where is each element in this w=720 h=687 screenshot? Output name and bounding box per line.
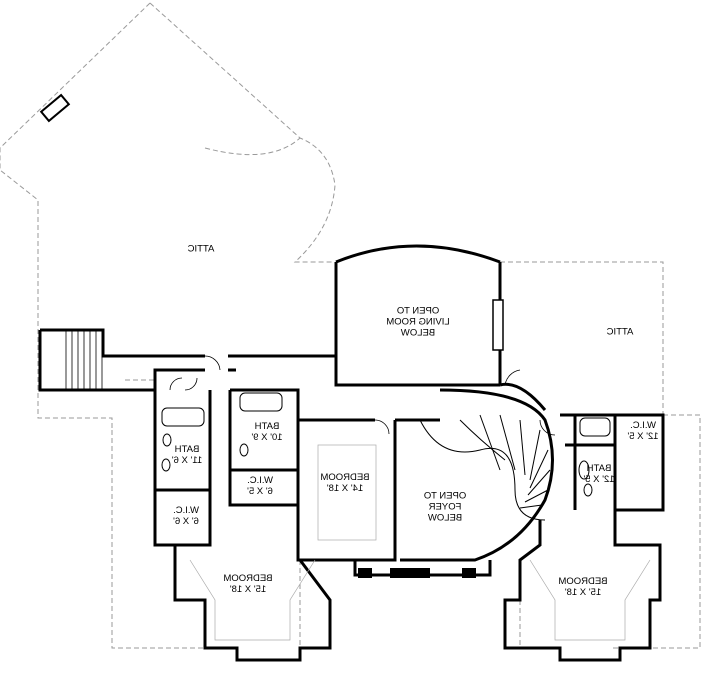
room-label-line: 15' X 18' bbox=[229, 584, 267, 595]
door-swings bbox=[169, 355, 556, 436]
room-label-line: 14' X 18' bbox=[326, 483, 364, 494]
room-label-attic-right: ATTIC bbox=[606, 326, 634, 339]
tray-ceiling bbox=[189, 444, 651, 641]
room-label-wic-left: W.I.C.6' X 6' bbox=[173, 505, 199, 528]
window bbox=[492, 299, 504, 351]
room-label-attic-left: ATTIC bbox=[187, 243, 215, 256]
room-label-line: 12' X 5' bbox=[583, 474, 615, 485]
attic-outline bbox=[0, 2, 701, 649]
room-label-wic-right: W.I.C.12' X 5' bbox=[627, 420, 659, 443]
spiral-stair bbox=[419, 414, 551, 521]
room-label-line: 10' X 9' bbox=[251, 432, 283, 443]
room-label-line: ATTIC bbox=[187, 243, 215, 255]
room-label-line: 6' X 6' bbox=[173, 516, 199, 527]
room-label-line: BELOW bbox=[400, 327, 436, 339]
room-label-line: ATTIC bbox=[606, 326, 634, 338]
room-label-wic-center: W.I.C.6' X 5' bbox=[247, 475, 273, 498]
room-label-line: 11' X 6' bbox=[171, 455, 203, 466]
bay-columns bbox=[358, 568, 476, 578]
skylight bbox=[39, 93, 71, 123]
stair-treads bbox=[65, 330, 103, 390]
room-label-line: 6' X 5' bbox=[247, 486, 273, 497]
room-label-line: 15' X 18' bbox=[564, 587, 602, 598]
room-label-line: 12' X 5' bbox=[627, 431, 659, 442]
room-label-line: BELOW bbox=[427, 512, 463, 524]
fixtures bbox=[161, 392, 611, 497]
